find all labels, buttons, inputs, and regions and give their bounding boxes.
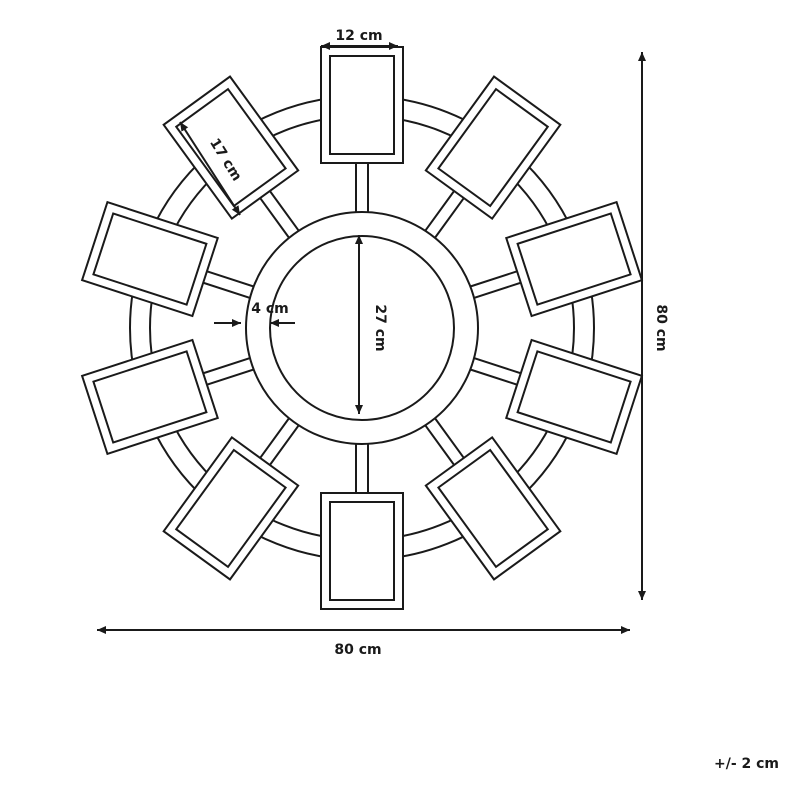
label-tolerance: +/- 2 cm xyxy=(714,756,779,772)
label-total-width: 80 cm xyxy=(334,642,381,658)
spoke xyxy=(197,355,259,388)
spoke-bar xyxy=(355,157,369,217)
frame-opening xyxy=(174,448,288,569)
spoke-bar xyxy=(465,355,527,388)
dim-line-frame-length xyxy=(179,121,241,216)
spoke-bar xyxy=(465,268,527,301)
spoke xyxy=(465,355,527,388)
sunburst-mirror xyxy=(80,46,644,610)
frame-opening xyxy=(516,212,632,306)
picture-frame xyxy=(504,200,644,318)
frame-opening xyxy=(329,55,395,155)
label-mirror-diameter: 27 cm xyxy=(372,304,388,351)
spoke xyxy=(355,439,369,499)
spoke-bar xyxy=(197,355,259,388)
frame-opening xyxy=(329,501,395,601)
frame-opening xyxy=(92,212,208,306)
label-total-height: 80 cm xyxy=(653,304,669,351)
spoke xyxy=(197,268,259,301)
frame-opening xyxy=(436,448,550,569)
picture-frame xyxy=(80,200,220,318)
spoke xyxy=(465,268,527,301)
spoke-bar xyxy=(355,439,369,499)
picture-frame xyxy=(424,435,562,581)
spoke xyxy=(355,157,369,217)
spoke-bar xyxy=(197,268,259,301)
label-ring-width: 4 cm xyxy=(251,301,289,317)
picture-frame xyxy=(320,46,404,164)
central-mirror xyxy=(269,235,455,421)
picture-frame xyxy=(504,338,644,456)
picture-frame xyxy=(162,435,300,581)
frame-opening xyxy=(436,87,550,208)
picture-frame xyxy=(80,338,220,456)
picture-frame xyxy=(424,75,562,221)
picture-frame xyxy=(320,492,404,610)
label-frame-width: 12 cm xyxy=(335,28,382,44)
frame-opening xyxy=(516,350,632,444)
picture-frame xyxy=(162,75,300,221)
picture-frames xyxy=(80,46,644,610)
frame-opening xyxy=(92,350,208,444)
